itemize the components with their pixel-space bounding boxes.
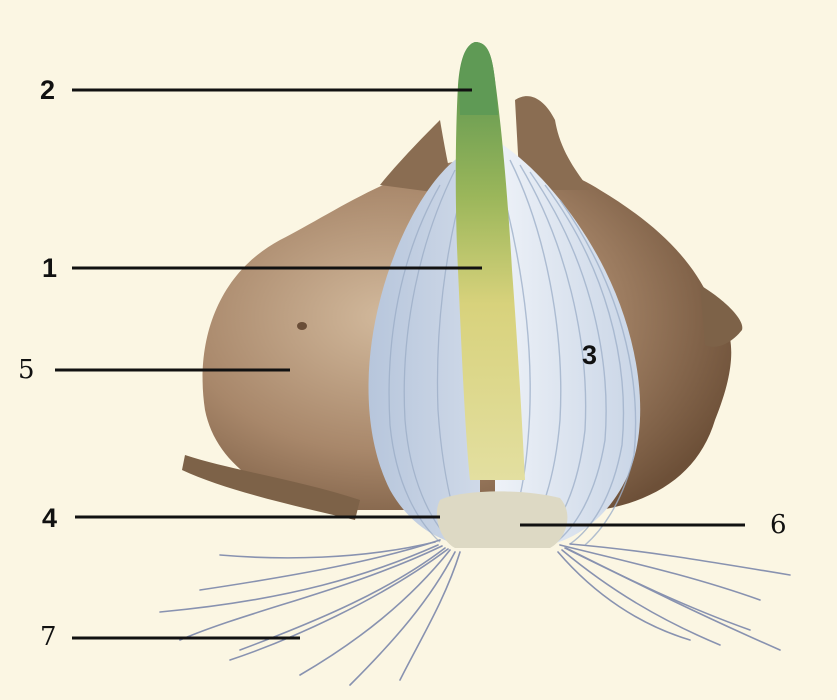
label-7: 7 [40, 624, 57, 650]
label-1: 1 [42, 255, 57, 282]
label-6: 6 [770, 512, 787, 538]
label-5: 5 [18, 357, 35, 383]
label-4: 4 [42, 505, 57, 532]
label-2: 2 [40, 77, 55, 104]
basal-plate [437, 491, 568, 548]
roots [160, 540, 790, 685]
dry-tunic-right [700, 285, 742, 347]
skin-blemish [297, 322, 307, 330]
label-3: 3 [582, 342, 597, 369]
